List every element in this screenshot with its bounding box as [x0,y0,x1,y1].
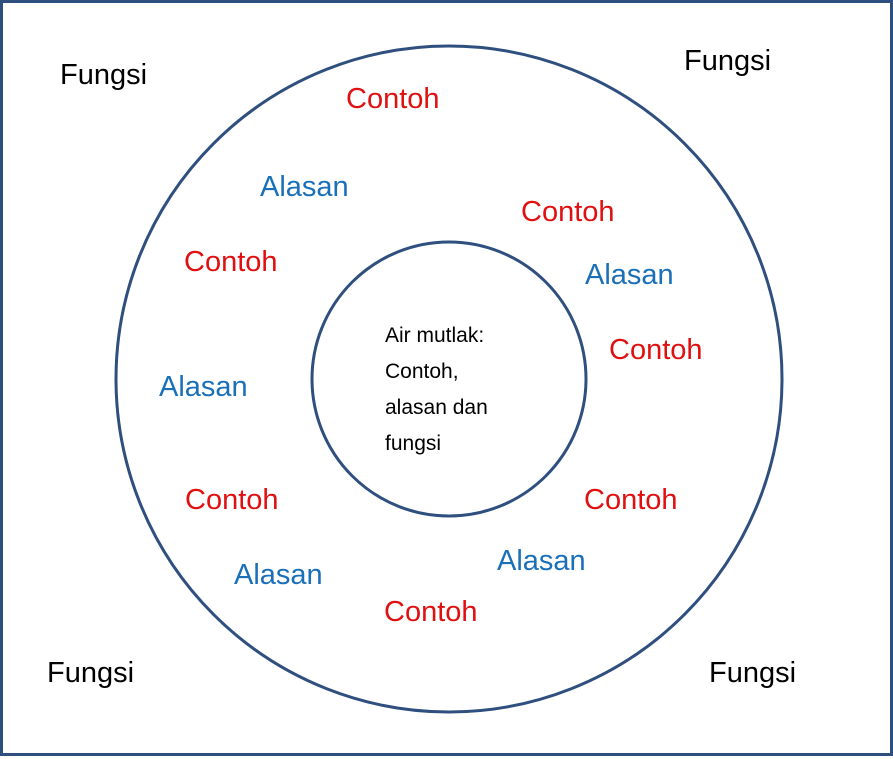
contoh-label-bottom: Contoh [384,596,478,628]
contoh-label-right: Contoh [609,334,703,366]
contoh-label-lower-left: Contoh [185,484,279,516]
center-line-4: fungsi [385,432,442,455]
outer-ring [114,44,784,714]
alasan-label-upper-left: Alasan [260,171,349,203]
fungsi-label-top-right: Fungsi [684,45,772,77]
fungsi-label-bottom-right: Fungsi [709,657,797,689]
fungsi-label-top-left: Fungsi [60,59,148,91]
center-line-2: Contoh, [385,360,459,383]
inner-ring [310,240,588,518]
contoh-label-top: Contoh [346,83,440,115]
alasan-label-lower-right: Alasan [497,545,586,577]
alasan-label-left: Alasan [159,371,248,403]
rings [114,44,784,714]
contoh-label-upper-right: Contoh [521,196,615,228]
alasan-label-lower-left: Alasan [234,559,323,591]
contoh-label-lower-right: Contoh [584,484,678,516]
center-line-1: Air mutlak: [385,324,485,347]
alasan-label-upper-right: Alasan [585,259,674,291]
center-line-3: alasan dan [385,396,488,419]
contoh-label-upper-left: Contoh [184,246,278,278]
fungsi-label-bottom-left: Fungsi [47,657,135,689]
center-label: Air mutlak: Contoh, alasan dan fungsi [385,318,535,462]
